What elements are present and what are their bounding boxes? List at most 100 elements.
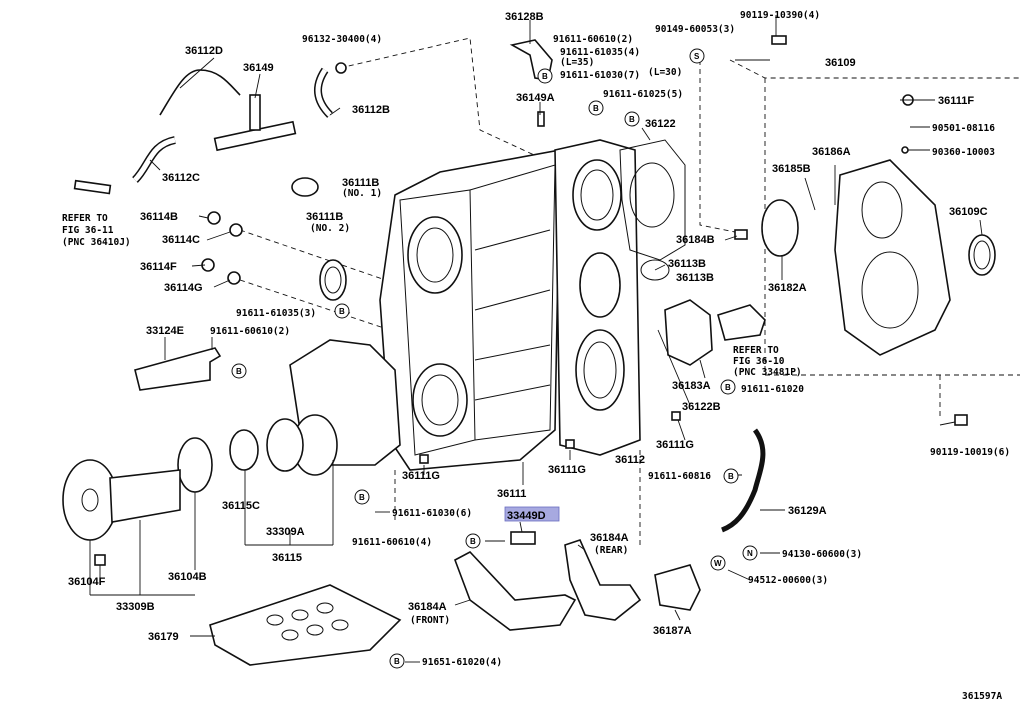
label-36111b-no1: 36111B: [342, 177, 379, 189]
label-refer1-c: (PNC 36410J): [62, 237, 131, 248]
label-90360-10003: 90360-10003: [932, 147, 995, 158]
label-36183a: 36183A: [672, 380, 711, 392]
label-91611-61030-7: 91611-61030(7): [560, 70, 640, 81]
label-refer2-a: REFER TO: [733, 345, 779, 356]
label-no1: (NO. 1): [342, 188, 382, 199]
label-91611-61035-3: 91611-61035(3): [236, 308, 316, 319]
label-l30: (L=30): [648, 67, 682, 78]
label-36109: 36109: [825, 57, 856, 69]
front-case[interactable]: [289, 339, 401, 476]
bolt-symbol: B: [465, 533, 481, 549]
leader-lines: [89, 15, 983, 663]
label-36184b: 36184B: [676, 234, 715, 246]
label-36122: 36122: [645, 118, 676, 130]
rear-cover[interactable]: [834, 159, 951, 356]
seal-36104b[interactable]: [177, 437, 213, 493]
label-36112d: 36112D: [185, 45, 223, 57]
breather-hose-36112c[interactable]: [132, 136, 177, 183]
label-refer2-b: FIG 36-10: [733, 356, 785, 367]
label-91651-61020: 91651-61020(4): [422, 657, 502, 668]
label-36184a-front: 36184A: [408, 601, 447, 613]
label-36114b: 36114B: [140, 211, 178, 223]
svg-text:B: B: [394, 657, 400, 666]
svg-text:W: W: [714, 559, 722, 568]
washer-symbol: W: [710, 555, 726, 571]
svg-text:B: B: [593, 104, 599, 113]
label-36114f: 36114F: [140, 261, 177, 273]
refer-hose: [73, 179, 112, 195]
small-hardware: [94, 35, 968, 566]
bolt-symbol: B: [231, 363, 247, 379]
oil-seal-36111b-no1[interactable]: [291, 177, 319, 197]
label-front: (FRONT): [410, 615, 450, 626]
label-90149-60053: 90149-60053(3): [655, 24, 735, 35]
under-cover-front[interactable]: [454, 551, 577, 631]
svg-text:B: B: [339, 307, 345, 316]
nut-symbol: N: [742, 545, 758, 561]
label-90119-10390: 90119-10390(4): [740, 10, 820, 21]
breather-pipe-36129a[interactable]: [721, 428, 766, 533]
svg-text:B: B: [725, 383, 731, 392]
label-36149a: 36149A: [516, 92, 555, 104]
bolt-symbol: B: [723, 468, 739, 484]
label-l35: (L=35): [560, 57, 594, 68]
label-91611-61035-4: 91611-61035(4): [560, 47, 640, 58]
transfer-case-plate[interactable]: [554, 139, 641, 456]
label-36104b: 36104B: [168, 571, 207, 583]
label-36182a: 36182A: [768, 282, 807, 294]
svg-text:S: S: [694, 52, 700, 61]
gasket-36113b[interactable]: [640, 259, 670, 281]
label-36113b-a: 36113B: [668, 258, 706, 270]
svg-text:N: N: [747, 549, 753, 558]
svg-text:B: B: [728, 472, 734, 481]
label-91611-60610-2a: 91611-60610(2): [553, 34, 633, 45]
label-36129a: 36129A: [788, 505, 827, 517]
bracket-33124e[interactable]: [134, 347, 222, 391]
svg-text:B: B: [470, 537, 476, 546]
label-36115c: 36115C: [222, 500, 260, 512]
bolt-symbol: B: [588, 100, 604, 116]
gasket-36122[interactable]: [619, 139, 686, 261]
cover-plate-36182a[interactable]: [761, 199, 799, 257]
transfer-case-housing[interactable]: [379, 149, 561, 471]
label-36112b: 36112B: [352, 104, 390, 116]
label-36112c: 36112C: [162, 172, 200, 184]
label-36111g-a: 36111G: [656, 439, 694, 451]
breather-union-36149[interactable]: [213, 94, 297, 152]
label-36128b: 36128B: [505, 11, 544, 23]
companion-flange[interactable]: [62, 459, 181, 541]
oil-seal-36111b-no2[interactable]: [319, 259, 347, 301]
speedometer-housing[interactable]: [664, 299, 766, 366]
label-no2: (NO. 2): [310, 223, 350, 234]
symbol-circles: B S B B B B B B B B N W B: [231, 48, 758, 669]
under-cover-rear[interactable]: [564, 539, 642, 621]
stud-symbol: S: [689, 48, 705, 64]
label-91611-60816: 91611-60816: [648, 471, 711, 482]
skid-plate-36179[interactable]: [209, 584, 402, 666]
label-96132-30400: 96132-30400(4): [302, 34, 382, 45]
label-36111g-c: 36111G: [548, 464, 586, 476]
breather-hose-36112d[interactable]: [159, 69, 241, 116]
svg-text:B: B: [359, 493, 365, 502]
label-33449d: 33449D: [507, 510, 546, 522]
seal-36115c[interactable]: [229, 429, 259, 471]
bracket-36187a[interactable]: [654, 564, 701, 611]
label-refer1-a: REFER TO: [62, 213, 108, 224]
oil-strainer-33449d[interactable]: [510, 531, 536, 545]
label-36113b-b: 36113B: [676, 272, 714, 284]
label-36179: 36179: [148, 631, 179, 643]
breather-hose-36112b[interactable]: [314, 67, 333, 118]
label-90119-10019: 90119-10019(6): [930, 447, 1010, 458]
bolt-symbol: B: [624, 111, 640, 127]
label-91611-61025: 91611-61025(5): [603, 89, 683, 100]
label-94512-00600: 94512-00600(3): [748, 575, 828, 586]
label-90501-08116: 90501-08116: [932, 123, 995, 134]
diagram-id: 361597A: [962, 691, 1002, 702]
label-33124e: 33124E: [146, 325, 184, 337]
oil-seal-36111b-no2-inner: [324, 266, 342, 294]
label-33309b: 33309B: [116, 601, 155, 613]
svg-text:B: B: [629, 115, 635, 124]
label-36114g: 36114G: [164, 282, 203, 294]
seal-33309a[interactable]: [266, 418, 304, 472]
